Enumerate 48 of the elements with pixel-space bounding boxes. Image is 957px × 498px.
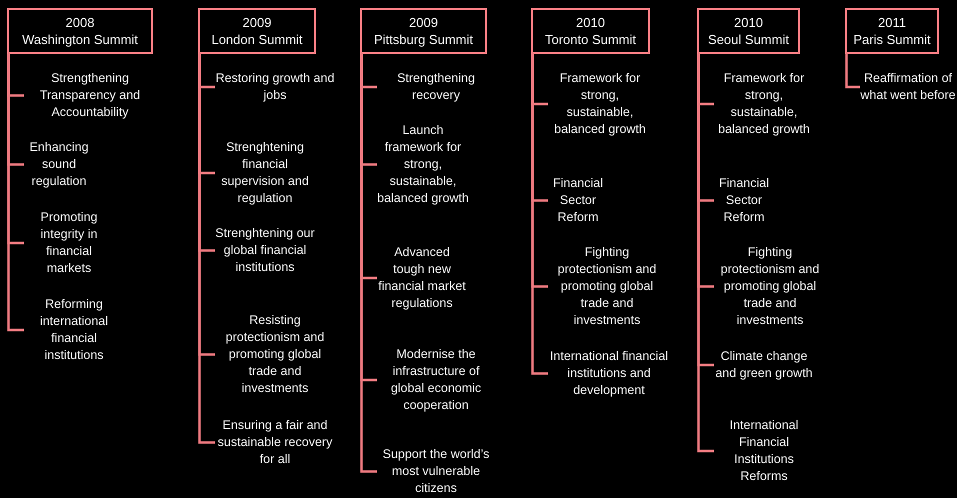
goal-text: Enhancing sound regulation: [24, 139, 94, 190]
summit-name: Washington Summit: [22, 31, 138, 48]
goal-text: Strenghtening financial supervision and regulation: [215, 139, 315, 207]
connector-line: [697, 54, 714, 452]
connector-line: [7, 54, 24, 332]
summit-year: 2010: [734, 14, 763, 31]
goal-text: Financial Sector Reform: [548, 175, 608, 226]
goal-text: Financial Sector Reform: [714, 175, 774, 226]
goal-text: Advanced tough new financial market regulations: [377, 244, 467, 312]
goal-text: Reaffirmation of what went before: [860, 70, 956, 104]
summit-box: [697, 8, 800, 54]
summit-year: 2011: [878, 14, 906, 31]
summit-name: Paris Summit: [853, 31, 931, 48]
connector-line: [531, 54, 548, 375]
summit-box: [531, 8, 650, 54]
goal-text: Restoring growth and jobs: [215, 70, 335, 104]
summit-name: Toronto Summit: [544, 31, 636, 48]
goal-text: Strengthening recovery: [377, 70, 495, 104]
goal-text: International Financial Institutions Reforms: [714, 417, 814, 485]
summit-name: London Summit: [211, 31, 303, 48]
goal-text: Launch framework for strong, sustainable, balanced growth: [377, 122, 469, 207]
goal-text: Support the world’s most vulnerable citizens: [377, 446, 495, 497]
summit-box: [7, 8, 153, 54]
goal-text: Fighting protectionism and promoting global trade and investments: [714, 244, 826, 329]
goal-text: Framework for strong, sustainable, balanced growth: [714, 70, 814, 138]
summit-box: [360, 8, 487, 54]
connector-line: [845, 54, 860, 88]
summit-name: Seoul Summit: [708, 31, 789, 48]
summit-box: [845, 8, 939, 54]
goal-text: Resisting protectionism and promoting global trade and investments: [215, 312, 335, 397]
goal-text: Climate change and green growth: [714, 348, 814, 382]
goal-text: Strengthening Transparency and Accountability: [24, 70, 156, 121]
summit-name: Pittsburg Summit: [374, 31, 473, 48]
goal-text: Promoting integrity in financial markets: [24, 209, 114, 277]
summit-year: 2010: [576, 14, 605, 31]
summit-box: [198, 8, 316, 54]
connector-line: [198, 54, 215, 444]
goal-text: Fighting protectionism and promoting global trade and investments: [548, 244, 666, 329]
goal-text: Strenghtening our global financial institutions: [215, 225, 315, 276]
goal-text: Framework for strong, sustainable, balanced growth: [548, 70, 652, 138]
summit-year: 2009: [242, 14, 272, 31]
goal-text: Modernise the infrastructure of global economic cooperation: [377, 346, 495, 414]
goal-text: Ensuring a fair and sustainable recovery for all: [215, 417, 335, 468]
goal-text: International financial institutions and development: [548, 348, 670, 399]
summit-year: 2009: [409, 14, 438, 31]
goal-text: Reforming international financial institutions: [24, 296, 124, 364]
connector-line: [360, 54, 377, 473]
summit-year: 2008: [66, 14, 94, 31]
